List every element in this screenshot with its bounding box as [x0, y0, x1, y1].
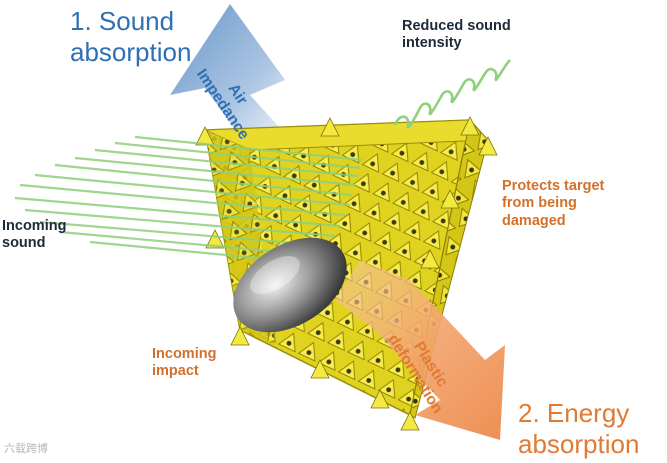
watermark: 六载跨博 [4, 440, 48, 456]
reduced-sound-wave [395, 60, 510, 127]
